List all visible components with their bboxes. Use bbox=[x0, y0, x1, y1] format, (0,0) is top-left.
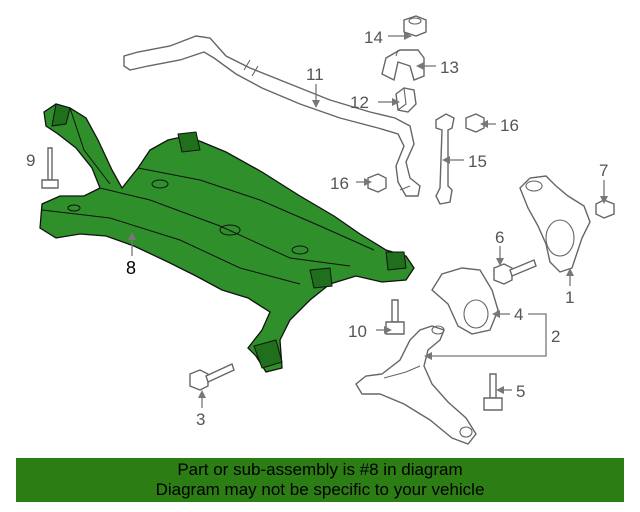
callout-9: 9 bbox=[26, 151, 35, 170]
callout-7: 7 bbox=[599, 161, 608, 180]
banner-line-2: Diagram may not be specific to your vehi… bbox=[155, 480, 485, 499]
bracket-13-part[interactable] bbox=[381, 49, 425, 82]
front-subframe-part[interactable] bbox=[39, 103, 415, 373]
callout-16-left: 16 bbox=[330, 174, 349, 193]
callout-14: 14 bbox=[364, 28, 383, 47]
callout-6: 6 bbox=[495, 228, 504, 247]
callout-4: 4 bbox=[514, 305, 523, 324]
nut-16-top-part[interactable] bbox=[465, 113, 485, 133]
callout-5: 5 bbox=[516, 382, 525, 401]
leader-lines bbox=[47, 32, 608, 408]
stabilizer-bar-part[interactable] bbox=[123, 35, 421, 197]
callout-1: 1 bbox=[565, 288, 574, 307]
info-banner: Part or sub-assembly is #8 in diagram Di… bbox=[16, 458, 624, 502]
callout-15: 15 bbox=[468, 152, 487, 171]
bushing-12-part[interactable] bbox=[395, 87, 417, 113]
bolt-6-part[interactable] bbox=[493, 259, 537, 285]
bolt-3-part[interactable] bbox=[189, 363, 235, 391]
bolt-5-part[interactable] bbox=[483, 373, 503, 411]
callout-13: 13 bbox=[440, 58, 459, 77]
banner-line-1: Part or sub-assembly is #8 in diagram bbox=[177, 460, 463, 479]
bushing-mount-4-part[interactable] bbox=[431, 267, 499, 335]
nut-14-part[interactable] bbox=[403, 15, 427, 37]
lower-control-arm-part[interactable] bbox=[355, 325, 477, 445]
nut-16-left-part[interactable] bbox=[367, 173, 387, 193]
callout-2: 2 bbox=[551, 327, 560, 346]
callout-11: 11 bbox=[306, 65, 324, 84]
callout-16-top: 16 bbox=[500, 116, 519, 135]
callout-10: 10 bbox=[348, 322, 367, 341]
steering-knuckle-part[interactable] bbox=[519, 175, 591, 273]
callout-12: 12 bbox=[350, 93, 369, 112]
parts-diagram: 14 13 12 11 16 15 16 9 7 6 1 4 2 10 5 3 … bbox=[26, 15, 615, 445]
bolt-9-part[interactable] bbox=[41, 147, 59, 189]
callout-3: 3 bbox=[196, 410, 205, 429]
callout-8: 8 bbox=[126, 258, 136, 278]
nut-7-part[interactable] bbox=[595, 199, 615, 219]
